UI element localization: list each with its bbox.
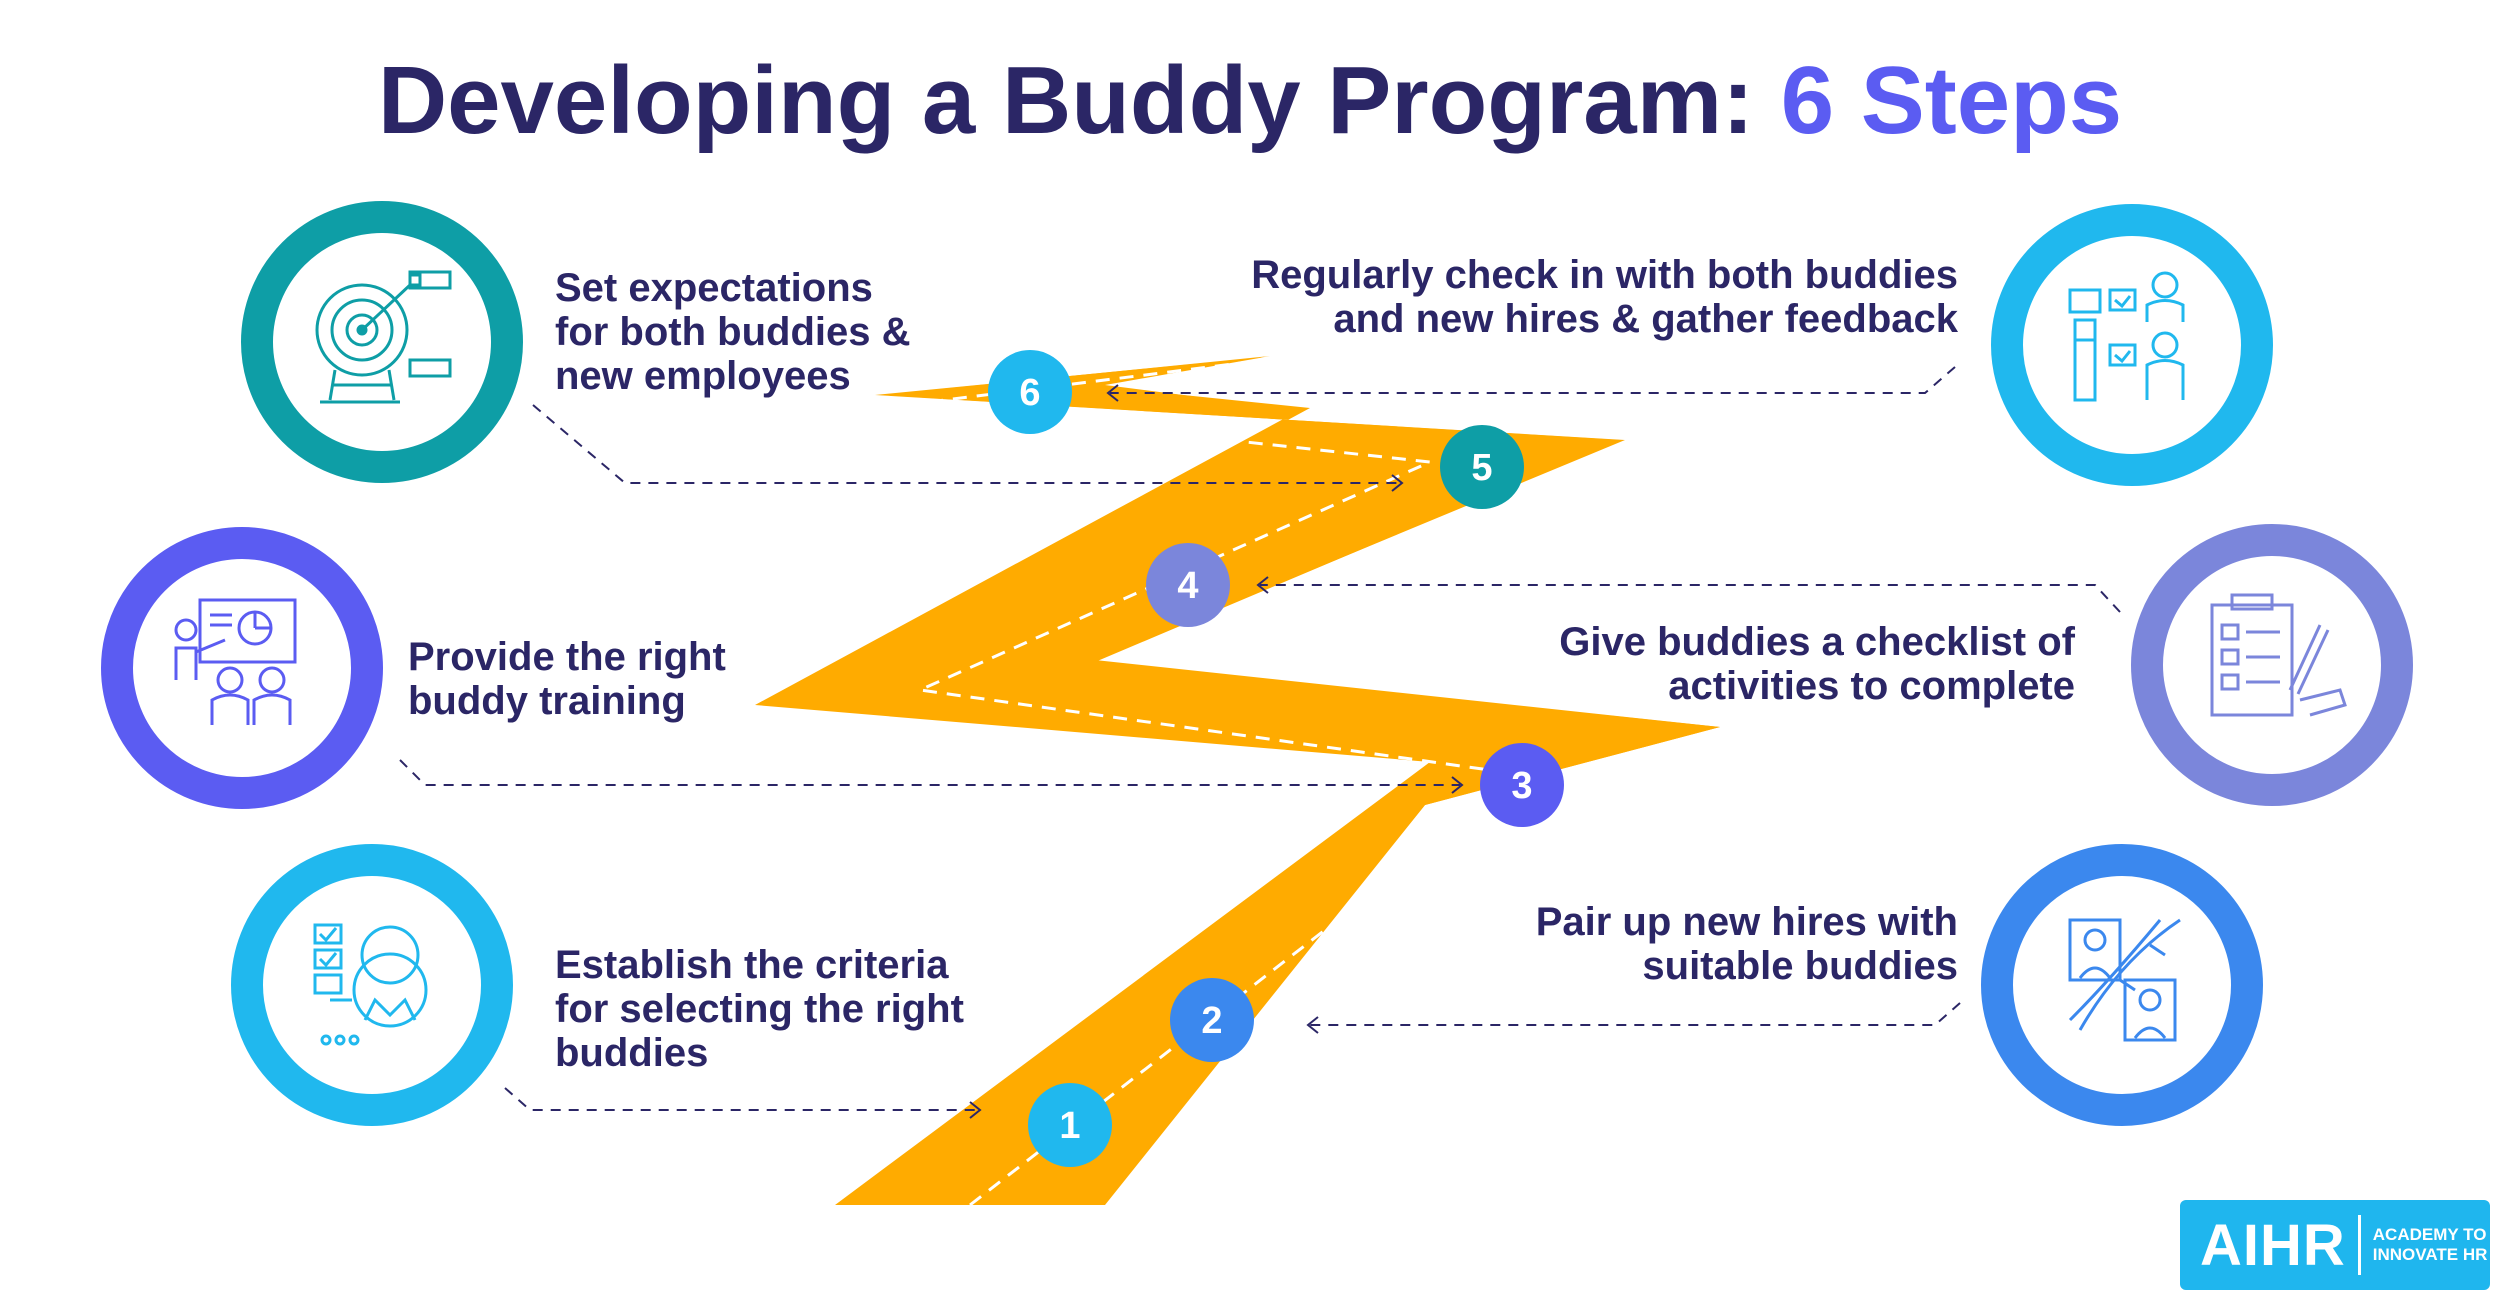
step-number-2: 2 <box>1201 1000 1222 1042</box>
ring-step-5 <box>241 201 523 483</box>
step-marker-3 <box>1480 743 1564 827</box>
connector-4 <box>1260 584 2121 613</box>
connector-2 <box>1310 1002 1961 1026</box>
connector-6 <box>1110 366 1956 394</box>
step-label-2: Pair up new hires with suitable buddies <box>1535 900 1958 988</box>
ring-step-2 <box>1981 844 2263 1126</box>
ring-step-3 <box>101 527 383 809</box>
step-label-4: Give buddies a checklist of activities t… <box>1559 620 2075 708</box>
connector-lines <box>399 366 2121 1111</box>
ring-step-6 <box>1991 204 2273 486</box>
title-main: Developing a Buddy Program: <box>377 47 1755 154</box>
step-marker-2 <box>1170 978 1254 1062</box>
step-number-3: 3 <box>1511 765 1532 807</box>
ring-step-1 <box>231 844 513 1126</box>
step-marker-6 <box>988 350 1072 434</box>
dna-matching-icon <box>2068 918 2181 1042</box>
connector-5 <box>532 404 1400 484</box>
step-number-4: 4 <box>1177 565 1198 607</box>
feedback-chat-icon <box>2068 271 2185 402</box>
step-label-5: Set expectations for both buddies & new … <box>555 266 911 398</box>
logo-separator <box>2357 1215 2361 1275</box>
title-accent: 6 Steps <box>1780 47 2123 154</box>
step-number-6: 6 <box>1019 372 1040 414</box>
step-number-1: 1 <box>1059 1105 1080 1147</box>
connector-1 <box>504 1087 975 1111</box>
step-number-5: 5 <box>1471 447 1492 489</box>
step-marker-4 <box>1146 543 1230 627</box>
candidate-checklist-icon <box>313 923 428 1046</box>
road-main <box>755 357 1720 1205</box>
aihr-logo: AIHR ACADEMY TO INNOVATE HR <box>2180 1200 2490 1290</box>
connector-3 <box>399 759 1460 786</box>
connector-arrows <box>969 384 1464 1119</box>
target-goal-icon <box>315 270 452 404</box>
ring-step-4 <box>2131 524 2413 806</box>
step-marker-1 <box>1028 1083 1112 1167</box>
step-label-1: Establish the criteria for selecting the… <box>555 943 964 1075</box>
step-label-3: Provide the right buddy training <box>408 635 726 723</box>
step-marker-5 <box>1440 425 1524 509</box>
logo-tagline: ACADEMY TO INNOVATE HR <box>2372 1225 2488 1264</box>
checklist-pen-icon <box>2210 593 2347 717</box>
presentation-training-icon <box>174 598 297 725</box>
step-label-6: Regularly check in with both buddies and… <box>1251 253 1958 341</box>
page-title: Developing a Buddy Program: 6 Steps <box>0 48 2500 154</box>
logo-brand: AIHR <box>2200 1212 2346 1278</box>
